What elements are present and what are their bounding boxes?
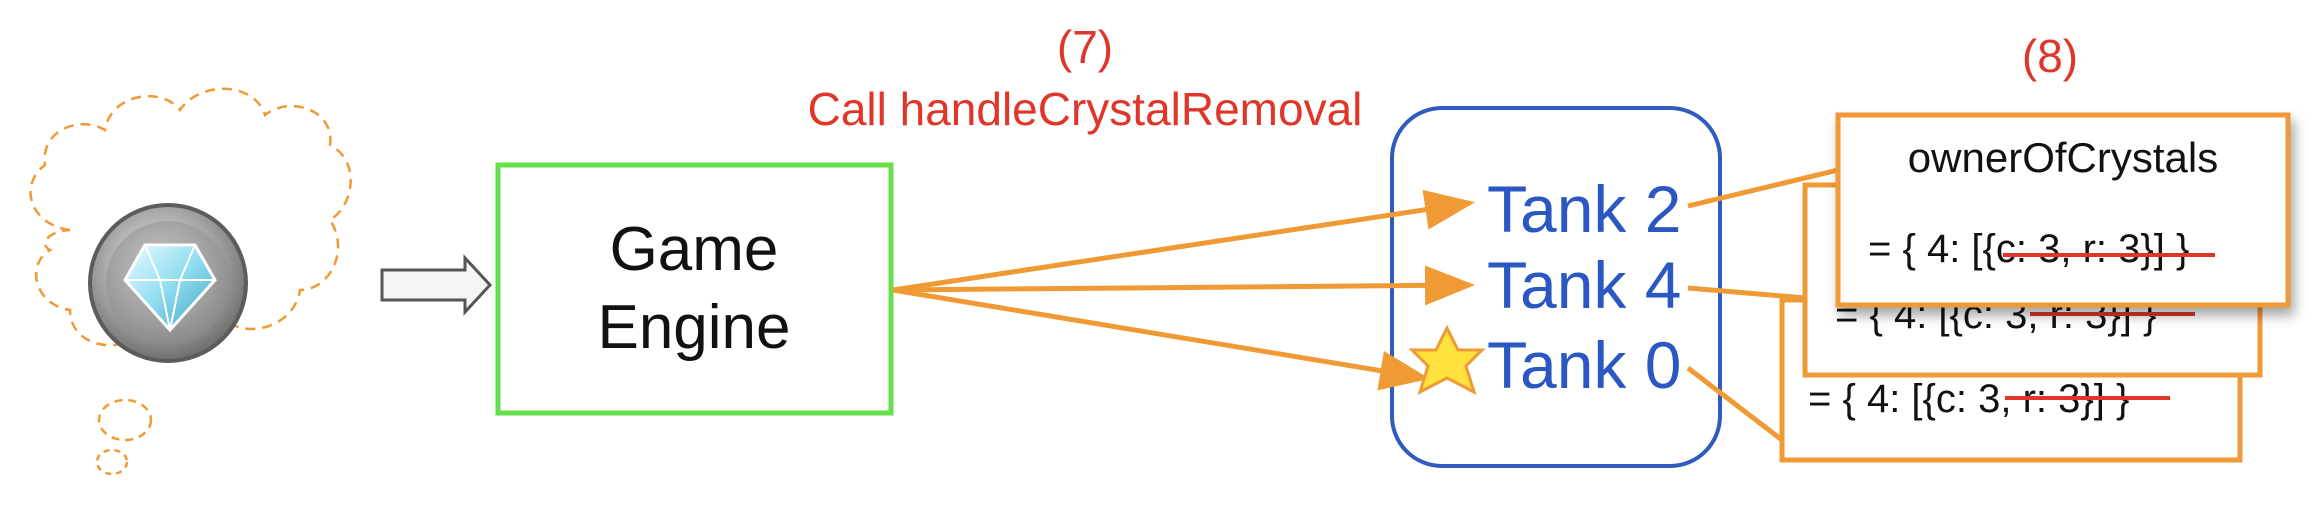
popup-back-prefix: = { 4: [ <box>1808 377 1923 421</box>
star-icon <box>1408 324 1486 395</box>
connector-tank4 <box>1687 265 1808 301</box>
step7-label: Call handleCrystalRemoval <box>808 83 1363 135</box>
hollow-arrow-icon <box>380 254 493 316</box>
step8-number: (8) <box>2022 30 2078 82</box>
arrow-to-tank0 <box>892 287 1430 391</box>
tank-2-label: Tank 2 <box>1487 172 1681 246</box>
engine-label-line2: Engine <box>597 293 790 362</box>
popup-value-suffix: ] } <box>2154 227 2190 271</box>
arrow-to-tank2 <box>892 189 1475 293</box>
tank-0-label: Tank 0 <box>1487 328 1681 402</box>
arrow-to-tank4 <box>892 265 1475 306</box>
popup-value-struck: {c: 3, r: 3} <box>1983 227 2154 271</box>
game-engine-box: Game Engine <box>495 162 894 416</box>
step7-number: (7) <box>1057 21 1113 73</box>
crystal-orb-icon <box>88 203 248 363</box>
svg-text:= { 4: [{c: 3, r: 3}] }: = { 4: [{c: 3, r: 3}] } <box>1868 227 2189 271</box>
tank-4-label: Tank 4 <box>1487 248 1681 322</box>
engine-label-line1: Game <box>610 215 779 284</box>
popup-title: ownerOfCrystals <box>1908 134 2218 181</box>
connector-tank0 <box>1686 366 1785 446</box>
popup-value-prefix: = { 4: [ <box>1868 227 1983 271</box>
owner-of-crystals-popup <box>1835 112 2291 308</box>
thought-cloud-icon <box>29 87 352 476</box>
